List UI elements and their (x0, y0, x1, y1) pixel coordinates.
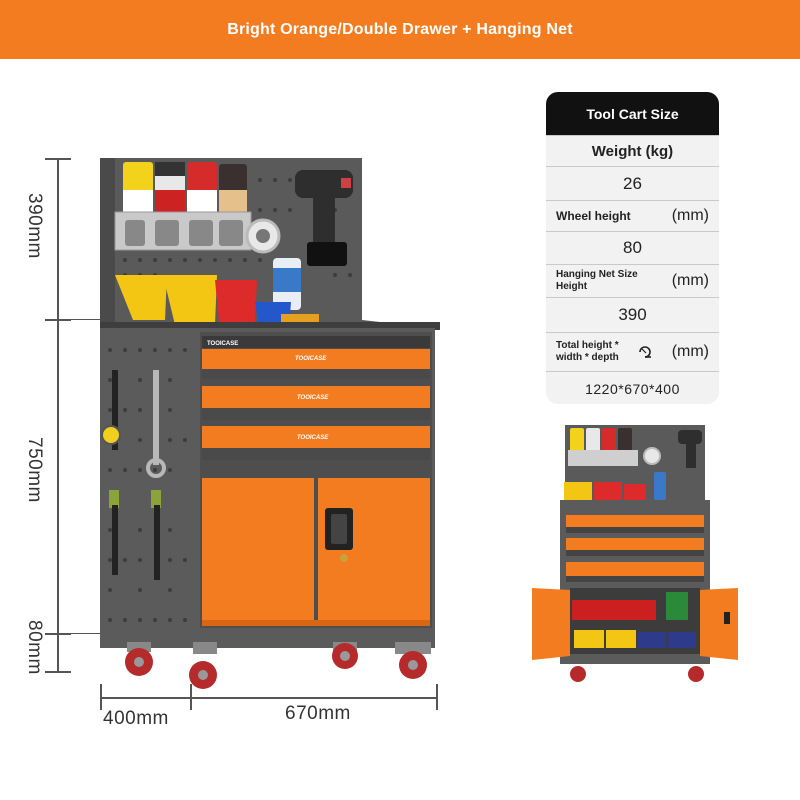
small-wheels (560, 658, 710, 682)
dimension-body-height: 750mm (24, 437, 45, 503)
spec-net-label-line2: Height (556, 280, 588, 292)
cabinet-base (100, 628, 435, 642)
spec-weight-value: 26 (546, 166, 719, 200)
drawer-top-strip (202, 336, 430, 348)
door-lock[interactable] (325, 508, 353, 562)
spec-total-label-line1: Total height * (556, 339, 619, 351)
spec-total-value-text: 1220*670*400 (585, 380, 680, 397)
spec-weight-label-text: Weight (kg) (591, 142, 674, 160)
caster-wheels (125, 642, 431, 689)
dimension-tick-net (45, 319, 71, 321)
spec-net-value: 390 (546, 297, 719, 332)
dimension-tick-right (436, 684, 438, 710)
spec-net-label: Hanging Net Size Height (mm) (546, 264, 719, 296)
dimension-tick-top (45, 158, 71, 160)
spec-net-unit: (mm) (671, 271, 709, 289)
spec-wheel-label-text: Wheel height (556, 208, 631, 223)
cleaner-bottle (273, 258, 301, 310)
top-banner: Bright Orange/Double Drawer + Hanging Ne… (0, 0, 800, 59)
small-open-doors (532, 588, 738, 660)
brand-logo: TOOICASE (207, 341, 238, 347)
dimension-guide-net (57, 319, 102, 320)
spec-wheel-unit: (mm) (671, 206, 709, 224)
small-drawers (566, 515, 704, 582)
dimension-wheel-height: 80mm (24, 620, 45, 675)
spec-table-title: Tool Cart Size (546, 92, 719, 135)
small-pegboard (564, 425, 705, 502)
dimension-guide-body (57, 633, 102, 634)
banner-title: Bright Orange/Double Drawer + Hanging Ne… (227, 20, 573, 38)
open-cart-illustration (532, 425, 738, 682)
work-top (100, 322, 440, 330)
drawer-3-logo: TOOICASE (297, 435, 329, 441)
spec-net-label-line1: Hanging Net Size (556, 268, 638, 280)
spec-weight-label: Weight (kg) (546, 135, 719, 166)
spec-total-value: 1220*670*400 (546, 371, 719, 404)
drawer-2[interactable]: TOOICASE (202, 386, 430, 420)
dimension-tick-left (100, 684, 102, 710)
dimension-tick-bottom (45, 671, 71, 673)
spec-table: Tool Cart Size Weight (kg) 26 Wheel heig… (546, 92, 719, 404)
dimension-line-horizontal (100, 697, 437, 699)
spec-wheel-value-text: 80 (623, 238, 642, 257)
dimension-width: 670mm (285, 703, 351, 724)
drawer-3[interactable]: TOOICASE (202, 426, 430, 460)
spec-wheel-value: 80 (546, 231, 719, 264)
spec-total-label-text: Total height * width * depth (556, 340, 619, 364)
tape-roll (245, 218, 281, 254)
drawer-1[interactable]: TOOICASE (202, 349, 430, 379)
dimension-hanging-net: 390mm (24, 193, 45, 259)
tape-measure-icon (639, 345, 652, 358)
tool-cart-illustration: TOOICASE TOOICASE TOOICASE TOOICASE (100, 158, 440, 689)
spec-net-label-text: Hanging Net Size Height (556, 269, 638, 293)
dimension-line-vertical (57, 158, 59, 672)
spec-total-label: Total height * width * depth (mm) (546, 332, 719, 370)
side-tools (101, 370, 166, 580)
spec-total-label-line2: width * depth (556, 351, 619, 363)
spec-net-value-text: 390 (618, 305, 647, 324)
dimension-tick-mid (190, 684, 192, 710)
drawer-2-logo: TOOICASE (297, 395, 329, 401)
dimension-depth: 400mm (103, 708, 169, 729)
spec-wheel-label: Wheel height (mm) (546, 200, 719, 230)
cabinet-doors[interactable] (202, 478, 430, 626)
small-interior-items (572, 592, 696, 648)
dimension-tick-body (45, 633, 71, 635)
spec-total-unit: (mm) (671, 342, 709, 360)
spec-weight-value-text: 26 (623, 173, 642, 193)
power-drill (295, 170, 353, 266)
parts-bins (115, 275, 319, 328)
drawer-1-logo: TOOICASE (295, 356, 327, 362)
